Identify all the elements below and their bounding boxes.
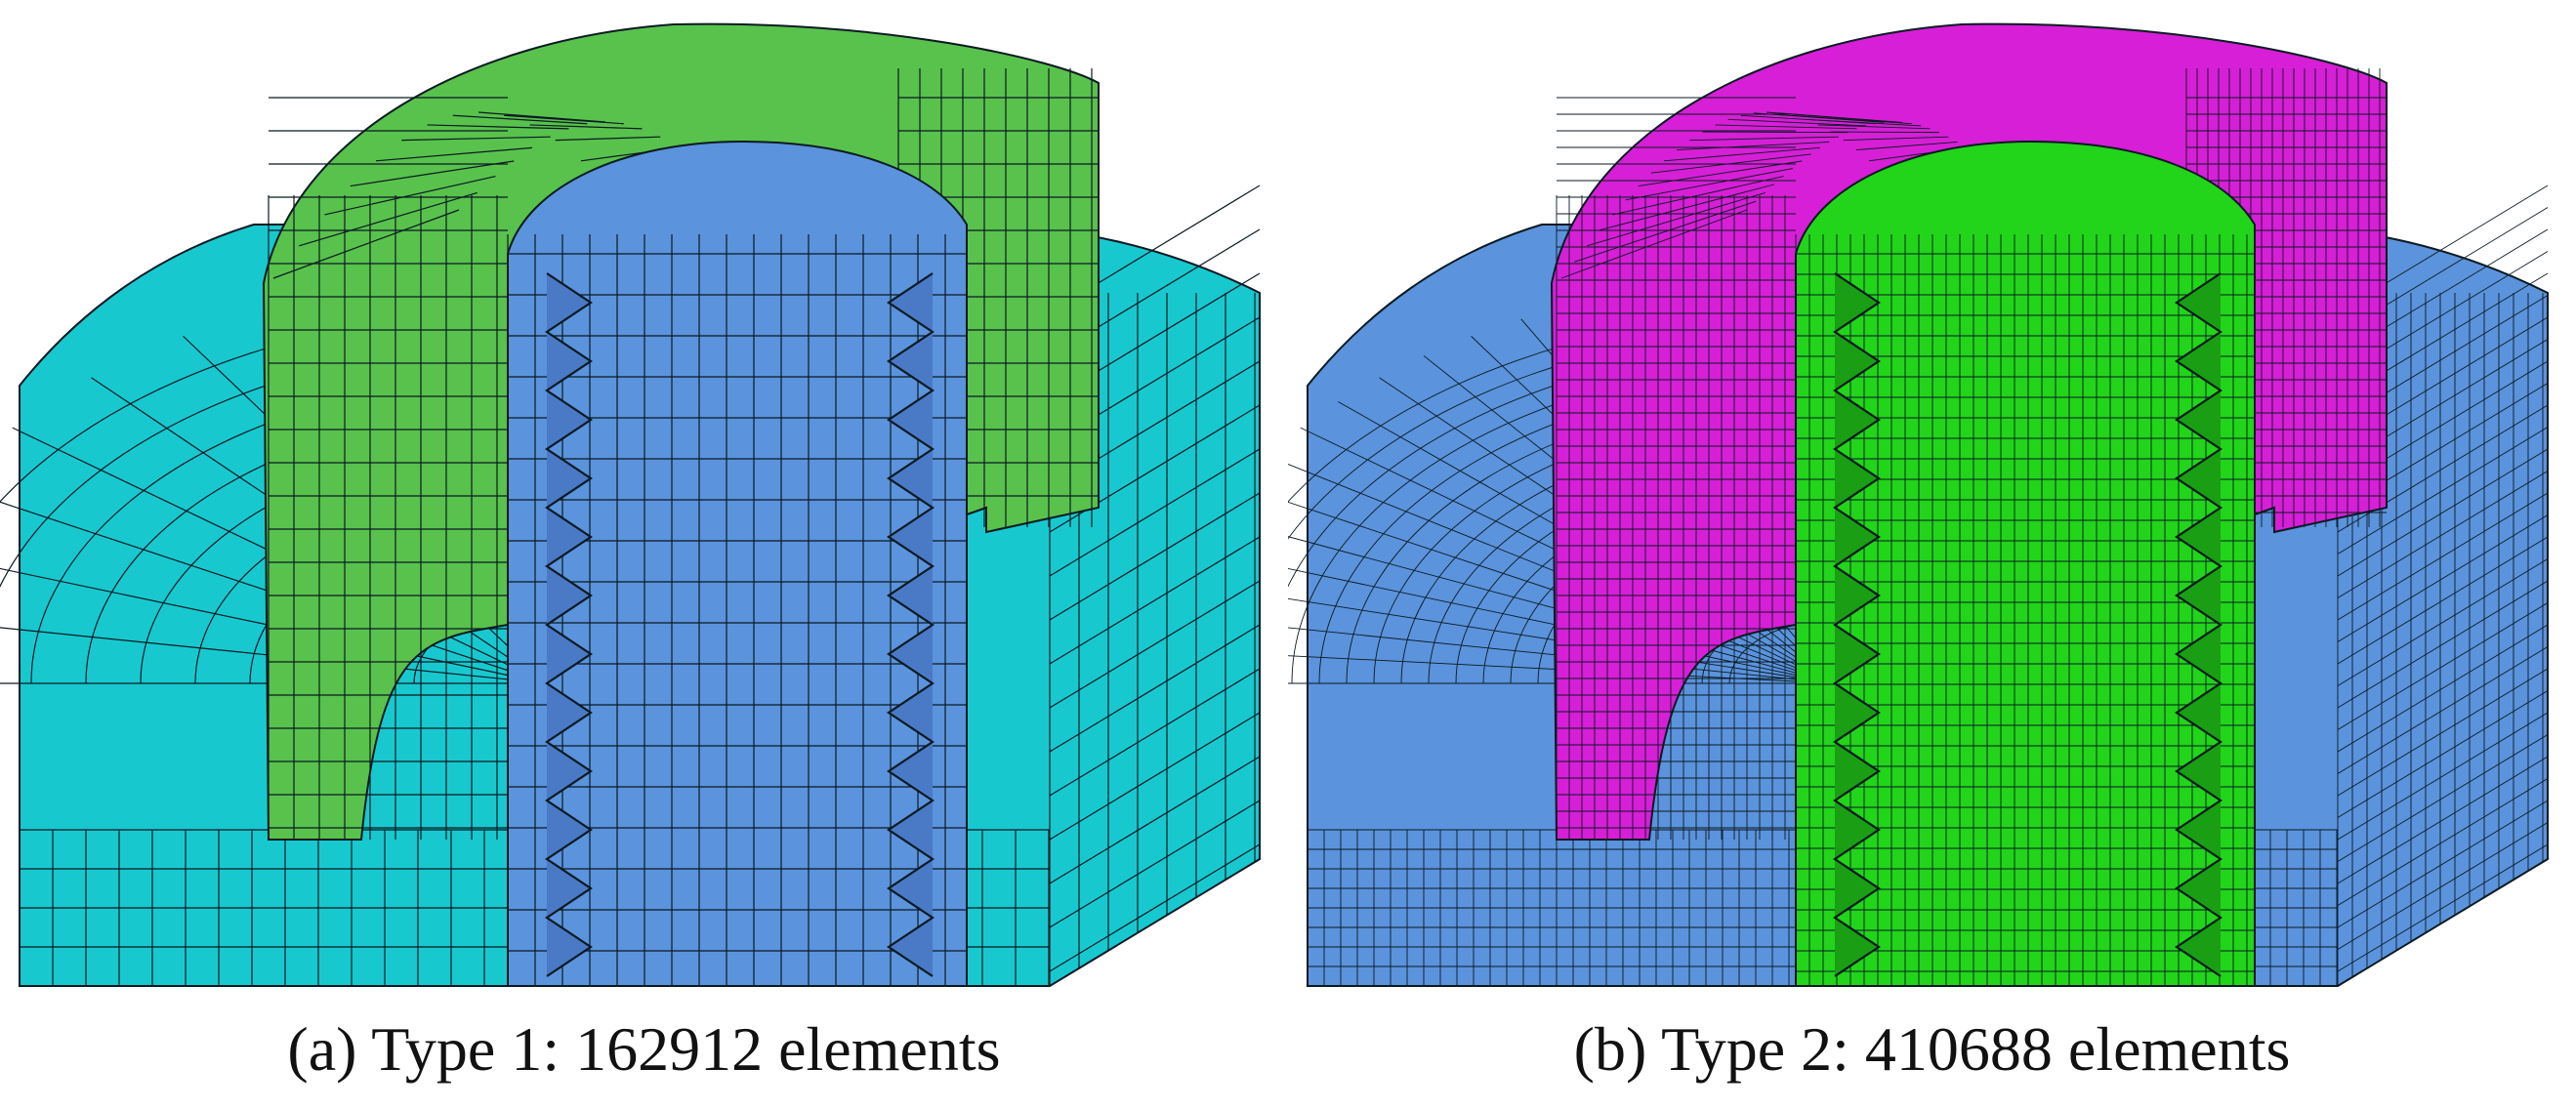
- panel-type-1: (a) Type 1: 162912 elements: [0, 22, 1261, 1084]
- caption-type-1: (a) Type 1: 162912 elements: [287, 1014, 1001, 1084]
- type-2-thread: [1833, 272, 2223, 977]
- panel-type-2: (b) Type 2: 410688 elements: [1288, 0, 2576, 1109]
- caption-type-2: (b) Type 2: 410688 elements: [1573, 1014, 2291, 1084]
- type-2-bolt: [1795, 140, 2256, 987]
- mesh-figure-type-1: [0, 22, 1261, 987]
- type-1-thread: [545, 272, 935, 977]
- mesh-figure-type-2: [1288, 22, 2549, 987]
- type-1-bolt: [507, 140, 968, 987]
